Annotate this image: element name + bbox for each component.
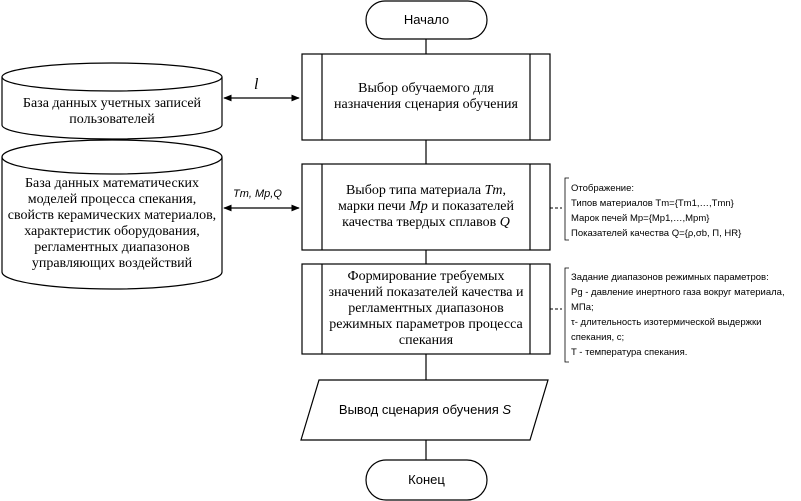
display-note: Отображение: Типов материалов Tm={Tm1,…,… [571,181,741,241]
ranges-note-title: Задание диапазонов режимных параметров: [571,272,769,283]
output-parallelogram [300,379,549,441]
output-s-symbol: S [502,402,512,417]
display-note-bracket [564,177,569,241]
l-connector-label: l [254,76,259,93]
step1-process-box [301,53,551,141]
display-note-line2: Марок печей Mp={Mp1,…,Mpm} [571,213,710,224]
step2-mp-symbol: Mp [409,199,428,214]
end-label: Конец [408,472,445,487]
step3-label: Формирование требуемых значений показате… [328,269,524,348]
step2-line2-a: марки печи [337,199,410,214]
ranges-note-line4: спекания, с; [571,332,625,343]
ranges-note-line2: МПа; [571,302,594,313]
step2-line2: марки печи Mp и показателей [338,199,514,215]
ranges-note-line5: T - температура спекания. [571,347,688,358]
users-database-cylinder [1,62,223,140]
step2-prefix: Выбор типа материала [345,183,485,198]
ranges-note-line1: Pg - давление инертного газа вокруг мате… [571,287,785,298]
output-label-text: Вывод сценария обучения [338,402,503,417]
tmq-connector-label: Tm, Mp,Q [233,188,282,200]
ranges-note: Задание диапазонов режимных параметров: … [571,270,785,360]
step2-q-symbol: Q [499,215,510,230]
step2-line2-b: и показателей [427,199,515,214]
models-database-cylinder [1,139,223,290]
step2-line1: Выбор типа материала Tm, [346,183,506,199]
step2-comma: , [502,183,507,198]
output-label: Вывод сценария обучения S [339,402,511,418]
step2-line3-a: качества твердых сплавов [342,215,500,230]
step2-tm-symbol: Tm [484,183,503,198]
ranges-note-line3: τ- длительность изотермической выдержки [571,317,762,328]
display-note-line3: Показателей качества Q={ρ,σb, П, HR} [571,228,742,239]
display-note-title: Отображение: [571,183,635,194]
step3-process-box [301,263,551,355]
users-database-label: База данных учетных записей пользователе… [22,96,202,127]
display-note-line1: Типов материалов Tm={Tm1,…,Tmn} [571,198,734,209]
ranges-note-bracket [564,267,569,363]
step2-line3: качества твердых сплавов Q [342,215,510,231]
step1-label: Выбор обучаемого для назначения сценария… [334,81,518,112]
models-database-label: База данных математических моделей проце… [7,176,217,271]
start-label: Начало [403,12,450,27]
